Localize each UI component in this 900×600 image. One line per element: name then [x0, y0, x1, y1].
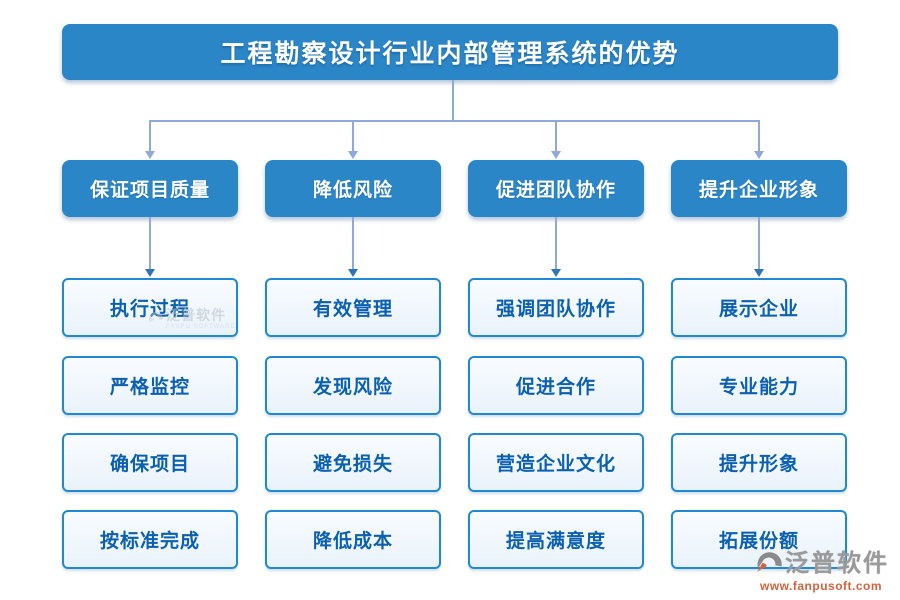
fanpu-logo-icon [757, 552, 782, 572]
fanpu-logo-icon [148, 311, 163, 323]
leaf-node: 避免损失 [265, 433, 441, 492]
branch-header-label: 保证项目质量 [89, 180, 210, 201]
connector-header-leaf-col2 [352, 217, 354, 270]
branch-header-teamwork: 促进团队协作 [468, 160, 644, 217]
branch-header-quality: 保证项目质量 [62, 160, 238, 217]
footer-logo: 泛普软件 www.fanpusoft.com [754, 549, 889, 592]
connector-header-leaf-col3 [555, 217, 557, 270]
connector-drop-col1 [149, 120, 151, 152]
arrowhead-down-icon [754, 151, 764, 159]
footer-brand: 泛普软件 [785, 550, 889, 577]
title-banner: 工程勘察设计行业内部管理系统的优势 [62, 24, 838, 80]
leaf-label: 促进合作 [515, 377, 596, 398]
branch-header-image: 提升企业形象 [671, 160, 847, 217]
leaf-label: 发现风险 [312, 377, 393, 398]
leaf-node: 按标准完成 [62, 510, 238, 569]
leaf-label: 降低成本 [312, 531, 393, 552]
connector-drop-col4 [758, 120, 760, 152]
watermark-subtitle: FANPU SOFTWARE [166, 324, 236, 330]
leaf-label: 提高满意度 [505, 531, 606, 552]
arrowhead-down-icon [551, 151, 561, 159]
arrowhead-down-icon [145, 151, 155, 159]
arrowhead-down-icon [551, 269, 561, 277]
leaf-label: 按标准完成 [99, 531, 200, 552]
arrowhead-down-icon [348, 151, 358, 159]
watermark-brand: 泛普软件 [166, 307, 226, 323]
connector-horizontal-rail [150, 120, 760, 122]
leaf-node: 有效管理 [265, 278, 441, 337]
footer-url: www.fanpusoft.com [760, 579, 883, 593]
leaf-node: 强调团队协作 [468, 278, 644, 337]
leaf-label: 拓展份额 [718, 531, 799, 552]
leaf-node: 提升形象 [671, 433, 847, 492]
leaf-label: 营造企业文化 [495, 454, 616, 475]
connector-header-leaf-col4 [758, 217, 760, 270]
connector-drop-col2 [352, 120, 354, 152]
leaf-node: 确保项目 [62, 433, 238, 492]
branch-header-label: 降低风险 [312, 180, 393, 201]
connector-header-leaf-col1 [149, 217, 151, 270]
leaf-label: 确保项目 [109, 454, 190, 475]
leaf-node: 促进合作 [468, 356, 644, 415]
leaf-label: 强调团队协作 [495, 299, 616, 320]
leaf-label: 专业能力 [718, 377, 799, 398]
branch-header-label: 促进团队协作 [495, 180, 616, 201]
arrowhead-down-icon [348, 269, 358, 277]
leaf-label: 执行过程 [109, 299, 190, 320]
leaf-label: 有效管理 [312, 299, 393, 320]
leaf-label: 展示企业 [718, 299, 799, 320]
branch-header-risk: 降低风险 [265, 160, 441, 217]
leaf-label: 提升形象 [718, 454, 799, 475]
leaf-node: 专业能力 [671, 356, 847, 415]
leaf-node: 发现风险 [265, 356, 441, 415]
arrowhead-down-icon [754, 269, 764, 277]
leaf-label: 严格监控 [109, 377, 190, 398]
leaf-node: 营造企业文化 [468, 433, 644, 492]
leaf-node: 展示企业 [671, 278, 847, 337]
leaf-node: 降低成本 [265, 510, 441, 569]
connector-trunk [452, 80, 454, 121]
page-title: 工程勘察设计行业内部管理系统的优势 [220, 40, 680, 68]
connector-drop-col3 [555, 120, 557, 152]
leaf-node: 严格监控 [62, 356, 238, 415]
arrowhead-down-icon [145, 269, 155, 277]
leaf-label: 避免损失 [312, 454, 393, 475]
leaf-node: 提高满意度 [468, 510, 644, 569]
leaf-node: 执行过程 [62, 278, 238, 337]
watermark: 泛普软件 FANPU SOFTWARE [147, 308, 235, 330]
branch-header-label: 提升企业形象 [698, 180, 819, 201]
